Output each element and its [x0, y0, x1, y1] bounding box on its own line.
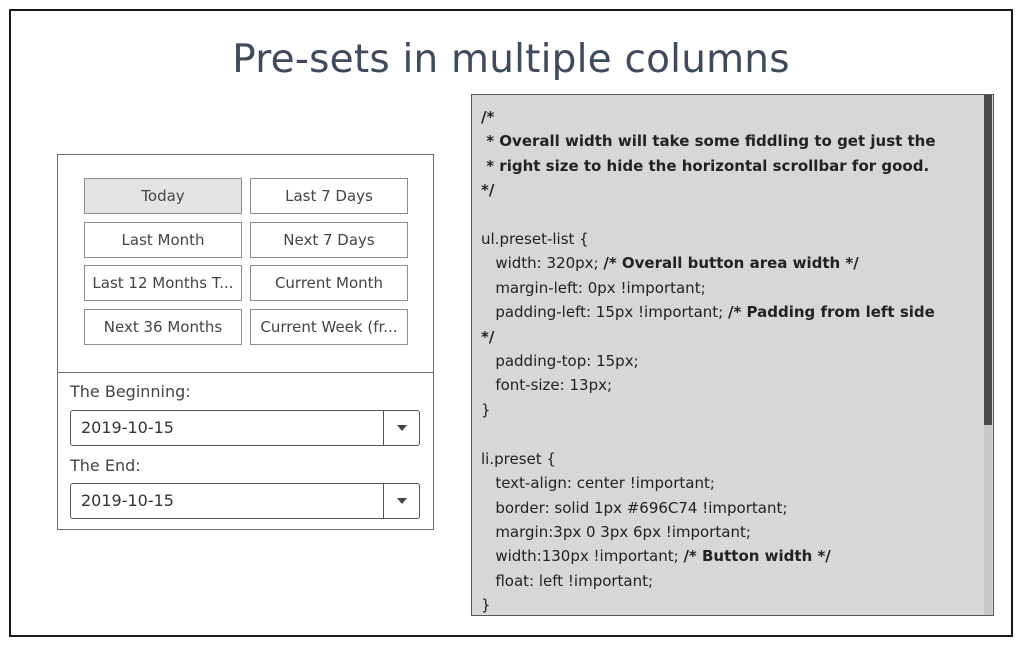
chevron-down-icon: [396, 498, 407, 504]
css-code-block: /* * Overall width will take some fiddli…: [481, 105, 976, 615]
code-line: text-align: center !important;: [481, 474, 715, 493]
preset-last-12-months-button[interactable]: Last 12 Months T...: [84, 265, 242, 301]
end-label: The End:: [70, 456, 141, 475]
code-line: width: 320px;: [481, 254, 604, 273]
end-date-select[interactable]: 2019-10-15: [70, 483, 420, 519]
code-line: margin-left: 0px !important;: [481, 278, 706, 297]
end-date-value: 2019-10-15: [81, 491, 174, 510]
code-comment: /* Overall button area width */: [603, 254, 859, 273]
beginning-label: The Beginning:: [70, 382, 191, 401]
vertical-scrollbar[interactable]: [984, 95, 992, 615]
code-line: }: [481, 596, 491, 615]
beginning-date-value: 2019-10-15: [81, 418, 174, 437]
code-line: /*: [481, 108, 495, 126]
code-line: }: [481, 400, 491, 419]
code-line: ul.preset-list {: [481, 230, 589, 249]
page-title: Pre-sets in multiple columns: [232, 37, 790, 82]
end-dropdown-toggle[interactable]: [383, 484, 419, 518]
beginning-date-select[interactable]: 2019-10-15: [70, 410, 420, 446]
chevron-down-icon: [396, 425, 407, 431]
preset-last-month-button[interactable]: Last Month: [84, 222, 242, 258]
preset-next-36-months-button[interactable]: Next 36 Months: [84, 309, 242, 345]
css-code-panel[interactable]: /* * Overall width will take some fiddli…: [471, 94, 994, 616]
code-comment: /* Button width */: [683, 547, 831, 566]
preset-current-week-button[interactable]: Current Week (fr...: [250, 309, 408, 345]
code-line: li.preset {: [481, 449, 556, 468]
preset-today-button[interactable]: Today: [84, 178, 242, 214]
code-line: padding-top: 15px;: [481, 352, 639, 371]
code-line: padding-left: 15px !important;: [481, 303, 728, 322]
code-line: * Overall width will take some fiddling …: [481, 132, 936, 151]
preset-list: Today Last 7 Days Last Month Next 7 Days…: [58, 155, 433, 373]
code-line: */: [481, 327, 495, 346]
code-line: float: left !important;: [481, 571, 654, 590]
preset-next-7-days-button[interactable]: Next 7 Days: [250, 222, 408, 258]
date-range-widget: Today Last 7 Days Last Month Next 7 Days…: [57, 154, 434, 530]
code-line: margin:3px 0 3px 6px !important;: [481, 522, 751, 541]
code-line: */: [481, 181, 495, 200]
code-line: font-size: 13px;: [481, 376, 613, 395]
beginning-dropdown-toggle[interactable]: [383, 411, 419, 445]
code-line: border: solid 1px #696C74 !important;: [481, 498, 788, 517]
code-line: width:130px !important;: [481, 547, 684, 566]
preset-last-7-days-button[interactable]: Last 7 Days: [250, 178, 408, 214]
code-line: * right size to hide the horizontal scro…: [481, 156, 930, 175]
scrollbar-thumb[interactable]: [984, 95, 992, 425]
preset-current-month-button[interactable]: Current Month: [250, 265, 408, 301]
code-comment: /* Padding from left side: [728, 303, 935, 322]
